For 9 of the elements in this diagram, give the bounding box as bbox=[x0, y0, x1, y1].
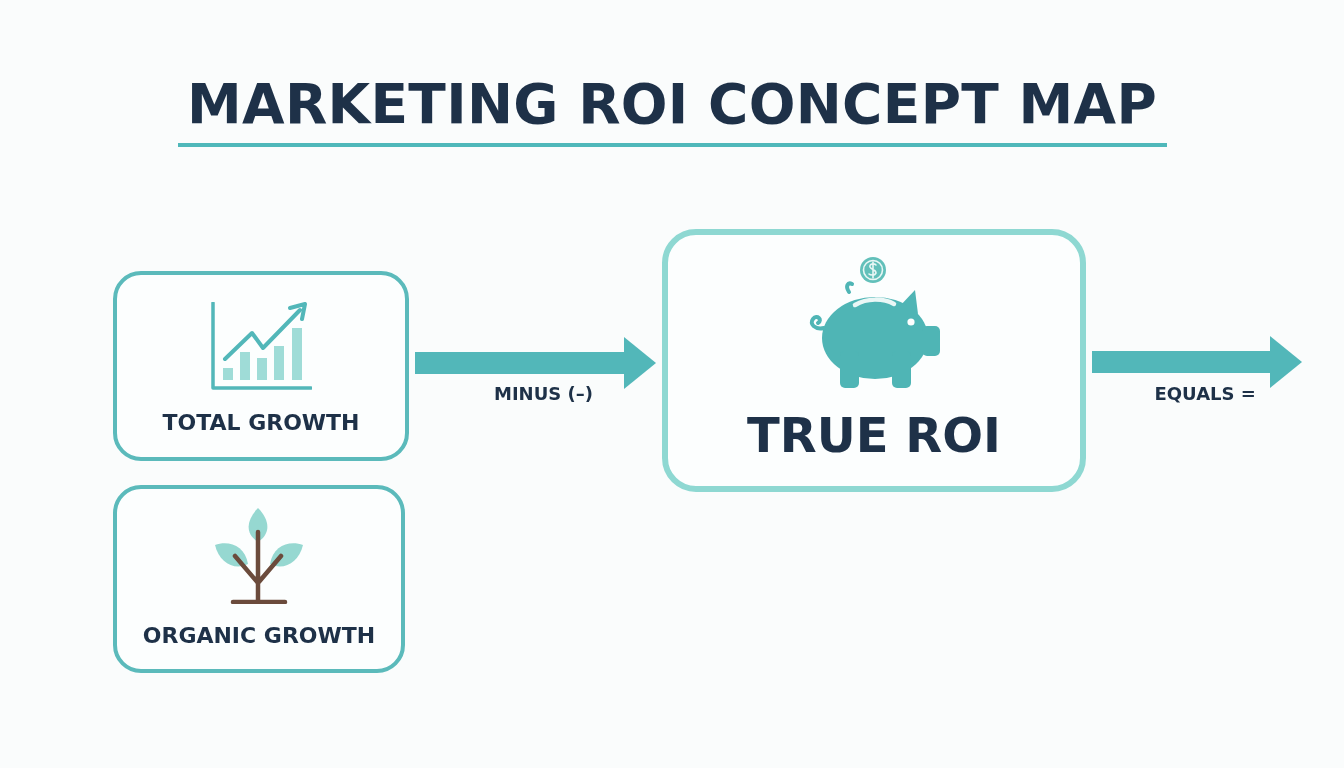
arrow bbox=[415, 337, 656, 389]
concept-card bbox=[113, 485, 405, 673]
concept-card bbox=[113, 271, 409, 461]
card-label: TOTAL GROWTH bbox=[162, 410, 360, 436]
card-label: ORGANIC GROWTH bbox=[142, 623, 376, 649]
card-label: TRUE ROI bbox=[747, 406, 1001, 464]
arrow bbox=[1092, 336, 1302, 388]
title: MARKETING ROI CONCEPT MAP bbox=[187, 71, 1157, 138]
concept-card bbox=[662, 229, 1086, 492]
